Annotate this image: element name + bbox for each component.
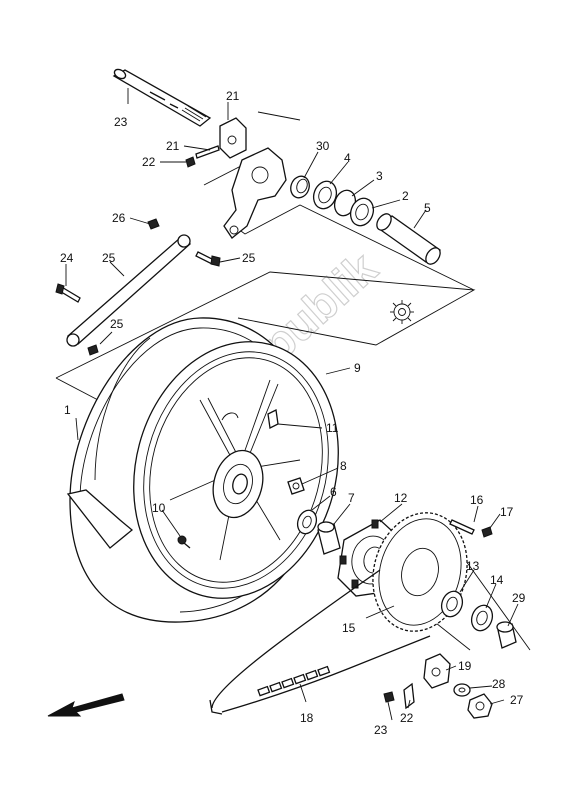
label-21-top: 21	[166, 139, 180, 153]
bolt-24	[195, 251, 221, 267]
label-8: 8	[340, 459, 347, 473]
label-23-left: 24	[60, 251, 74, 265]
label-5: 5	[424, 201, 431, 215]
nut-25-top	[147, 218, 160, 230]
adjuster-bolt-top	[185, 145, 220, 168]
label-21-bottom: 22	[400, 711, 414, 725]
oil-seal-part	[312, 180, 338, 210]
label-25-bottom: 25	[110, 317, 124, 331]
adjuster-nut-bottom	[383, 691, 395, 703]
label-11: 11	[326, 421, 339, 435]
label-26: 23	[114, 115, 128, 129]
label-18: 18	[300, 711, 314, 725]
collar-part	[290, 175, 310, 199]
bearing-part	[349, 197, 375, 227]
wheel-rim	[133, 341, 339, 599]
nut-25-bottom	[87, 344, 99, 356]
label-1: 1	[64, 403, 71, 417]
label-4: 4	[344, 151, 351, 165]
label-24: 25	[242, 251, 256, 265]
sprocket-nut	[481, 526, 493, 538]
adjuster-block-19	[423, 653, 451, 689]
collar-30	[496, 621, 517, 649]
torque-rod	[66, 234, 192, 347]
label-20: 21	[226, 89, 240, 103]
label-23-right: 25	[102, 251, 116, 265]
label-9: 9	[354, 361, 361, 375]
label-15: 15	[342, 621, 356, 635]
seal-14	[470, 604, 494, 632]
bearing-6	[296, 509, 318, 535]
bearing-8	[287, 477, 305, 495]
label-22-bottom: 23	[374, 723, 388, 737]
leader-lines	[65, 88, 519, 721]
label-17: 17	[500, 505, 514, 519]
label-27: 27	[510, 693, 524, 707]
chain-adjuster-block	[219, 117, 247, 159]
balance-weight	[267, 409, 279, 429]
label-13: 13	[466, 559, 480, 573]
label-7: 7	[348, 491, 355, 505]
drive-chain	[209, 569, 431, 715]
bolt-23	[55, 283, 81, 303]
part-number-labels: 21 23 21 22 30 4 3 2 5 26 25 24 25 25 9 …	[60, 89, 526, 737]
label-29: 30	[316, 139, 330, 153]
caliper-bracket	[223, 147, 287, 239]
label-2: 2	[402, 189, 409, 203]
arrow-icon	[47, 693, 125, 717]
gear-icon	[390, 300, 414, 324]
label-25-top: 26	[112, 211, 126, 225]
washer-28	[453, 683, 471, 697]
axle-nut-27	[467, 693, 493, 719]
bearing-13	[440, 590, 464, 618]
label-6: 6	[330, 485, 337, 499]
adjuster-bolt-bottom	[403, 682, 415, 710]
label-28: 28	[492, 677, 506, 691]
label-16: 16	[470, 493, 484, 507]
axle-part	[112, 68, 212, 127]
label-19: 19	[458, 659, 472, 673]
sprocket-bolt	[449, 519, 475, 535]
label-3: 3	[376, 169, 383, 183]
label-10: 10	[152, 501, 166, 515]
label-22-top: 22	[142, 155, 156, 169]
spacer-part	[376, 213, 442, 265]
label-30: 29	[512, 591, 526, 605]
label-14: 14	[490, 573, 504, 587]
spacer-7	[317, 521, 341, 555]
label-12: 12	[394, 491, 408, 505]
